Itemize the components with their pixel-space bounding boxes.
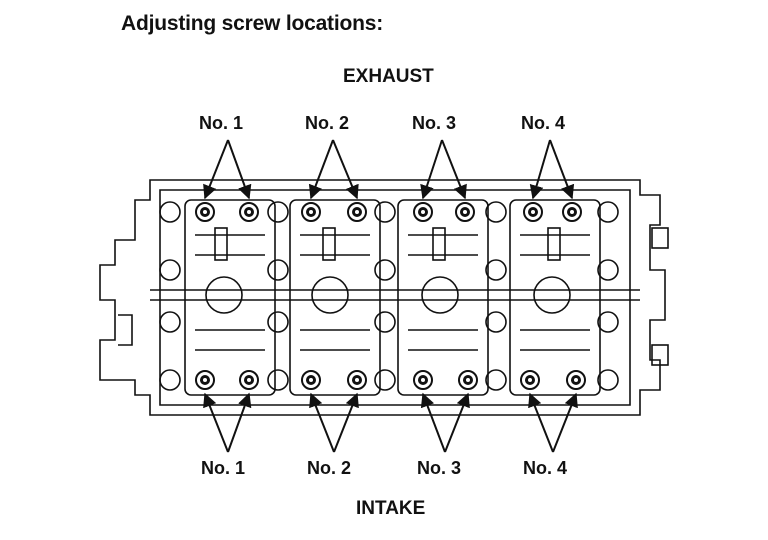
exhaust-cylinder-2-label: No. 2 <box>305 113 350 133</box>
intake-arrow-4-2 <box>552 392 578 453</box>
exhaust-arrow-4-2 <box>549 139 575 200</box>
exhaust-screw-2-1 <box>301 202 321 222</box>
head-outline <box>99 179 669 416</box>
exhaust-screw-4-2 <box>562 202 582 222</box>
exhaust-screw-4-1 <box>523 202 543 222</box>
exhaust-label: EXHAUST <box>343 66 434 87</box>
intake-cylinder-1-label: No. 1 <box>201 458 246 478</box>
intake-cylinder-2-label: No. 2 <box>307 458 352 478</box>
intake-arrow-2-2 <box>333 392 359 453</box>
exhaust-arrow-2-1 <box>308 139 334 200</box>
intake-label: INTAKE <box>356 498 426 519</box>
exhaust-arrow-2-2 <box>332 139 359 200</box>
intake-screw-2-2 <box>347 370 367 390</box>
exhaust-screw-1-1 <box>195 202 215 222</box>
intake-screw-4-2 <box>566 370 586 390</box>
intake-screw-2-1 <box>301 370 321 390</box>
diagram-title: Adjusting screw locations: <box>121 12 384 35</box>
intake-arrow-4-1 <box>528 392 554 453</box>
exhaust-arrow-4-1 <box>529 139 551 200</box>
adjusting-screws <box>195 202 586 390</box>
exhaust-cylinder-3-label: No. 3 <box>412 113 457 133</box>
intake-arrow-3-2 <box>444 392 470 453</box>
intake-screw-4-1 <box>520 370 540 390</box>
exhaust-arrow-3-1 <box>420 139 443 200</box>
callout-arrows <box>203 139 578 453</box>
intake-arrow-1-2 <box>227 392 252 453</box>
exhaust-arrow-1-1 <box>203 139 229 200</box>
exhaust-arrow-1-2 <box>227 139 252 200</box>
intake-arrow-2-1 <box>309 392 335 453</box>
intake-screw-3-2 <box>458 370 478 390</box>
intake-screw-3-1 <box>413 370 433 390</box>
exhaust-screw-1-2 <box>239 202 259 222</box>
exhaust-screw-3-1 <box>413 202 433 222</box>
intake-screw-1-1 <box>195 370 215 390</box>
intake-arrow-3-1 <box>420 392 446 453</box>
intake-screw-1-2 <box>239 370 259 390</box>
exhaust-cylinder-4-label: No. 4 <box>521 113 566 133</box>
intake-cylinder-3-label: No. 3 <box>417 458 462 478</box>
exhaust-screw-3-2 <box>455 202 475 222</box>
exhaust-arrow-3-2 <box>441 139 467 200</box>
exhaust-cylinder-1-label: No. 1 <box>199 113 244 133</box>
intake-arrow-1-1 <box>203 392 229 453</box>
exhaust-screw-2-2 <box>347 202 367 222</box>
intake-cylinder-4-label: No. 4 <box>523 458 568 478</box>
